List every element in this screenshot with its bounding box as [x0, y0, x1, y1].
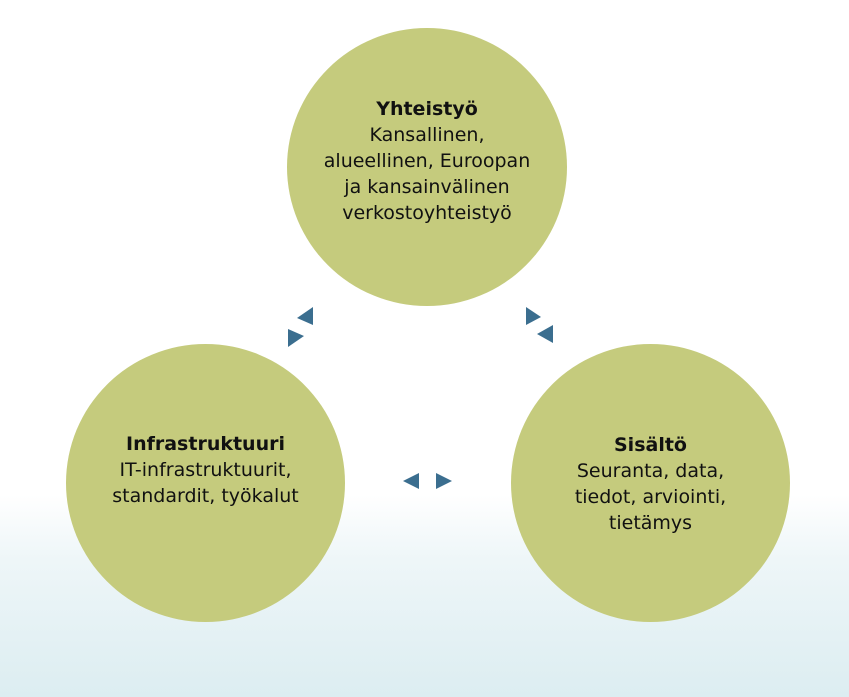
node-infrastruktuuri-title: Infrastruktuuri [126, 433, 285, 455]
node-yhteistyo-title: Yhteistyö [376, 98, 478, 120]
node-sisalto: Sisältö Seuranta, data, tiedot, arvioint… [511, 344, 790, 622]
arrow-up-right-icon [526, 307, 541, 325]
node-infrastruktuuri: Infrastruktuuri IT-infrastruktuurit, sta… [66, 344, 345, 622]
node-yhteistyo-body: Kansallinen, alueellinen, Euroopan ja ka… [323, 124, 531, 224]
arrow-down-left-icon [288, 329, 304, 347]
connector-top-right [526, 307, 553, 343]
node-infrastruktuuri-body: IT-infrastruktuurit, standardit, työkalu… [112, 459, 299, 507]
arrow-down-right-icon [537, 325, 553, 343]
node-yhteistyo: Yhteistyö Kansallinen, alueellinen, Euro… [287, 28, 567, 306]
node-sisalto-title: Sisältö [614, 434, 687, 456]
arrow-up-left-icon [297, 307, 313, 325]
connector-bottom [403, 473, 452, 489]
connector-top-left [288, 307, 313, 347]
arrow-left-icon [403, 473, 419, 489]
node-sisalto-body: Seuranta, data, tiedot, arviointi, tietä… [574, 460, 727, 534]
arrow-right-icon [436, 473, 452, 489]
